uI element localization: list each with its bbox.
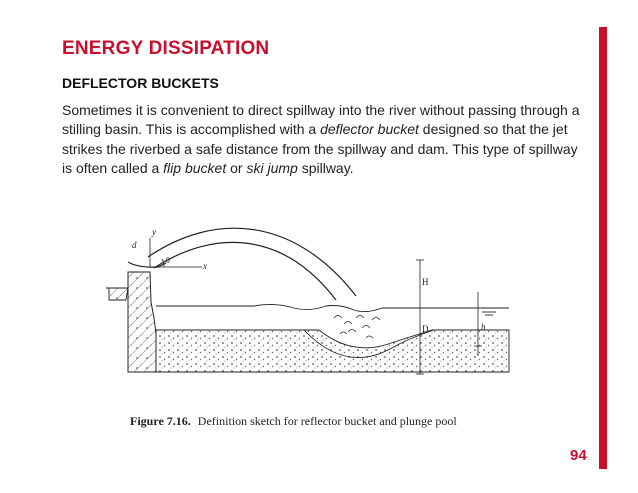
- body-paragraph: Sometimes it is convenient to direct spi…: [62, 101, 582, 179]
- jet-trajectory: [147, 227, 357, 301]
- figure-caption: Figure 7.16. Definition sketch for refle…: [130, 414, 457, 428]
- slide-subtitle: DEFLECTOR BUCKETS: [62, 75, 219, 91]
- body-text-2: designed so that the jet strikes the riv…: [62, 121, 578, 177]
- label-h: h: [481, 322, 486, 332]
- axes: [149, 238, 202, 268]
- label-x: x: [202, 261, 207, 271]
- dam-structure: [106, 271, 157, 373]
- deflector-bucket-figure: d y θ x H D h Figure 7.16. Definition sk…: [106, 227, 510, 428]
- label-d: d: [132, 240, 137, 250]
- caption-text: Definition sketch for reflector bucket a…: [198, 414, 458, 428]
- label-y: y: [151, 227, 156, 237]
- label-D: D: [422, 324, 429, 334]
- water-surface: [156, 303, 509, 316]
- term-deflector-bucket: deflector bucket: [320, 121, 419, 138]
- plunge-turbulence: [333, 315, 381, 339]
- dimension-lines: [416, 259, 482, 375]
- label-theta: θ: [166, 256, 170, 265]
- body-text-1: Sometimes it is convenient to direct spi…: [62, 102, 580, 138]
- term-flip-bucket: flip bucket: [163, 160, 227, 177]
- accent-bar: [599, 27, 607, 469]
- body-text-3: or: [226, 160, 247, 177]
- slide-title: ENERGY DISSIPATION: [62, 38, 270, 59]
- body-text-4: spillway.: [297, 160, 354, 177]
- scour-profile: [303, 329, 435, 358]
- caption-label: Figure 7.16.: [130, 414, 191, 428]
- label-H: H: [422, 277, 429, 287]
- term-ski-jump: ski jump: [246, 160, 298, 177]
- page-number: 94: [570, 447, 587, 464]
- riverbed: [155, 329, 510, 373]
